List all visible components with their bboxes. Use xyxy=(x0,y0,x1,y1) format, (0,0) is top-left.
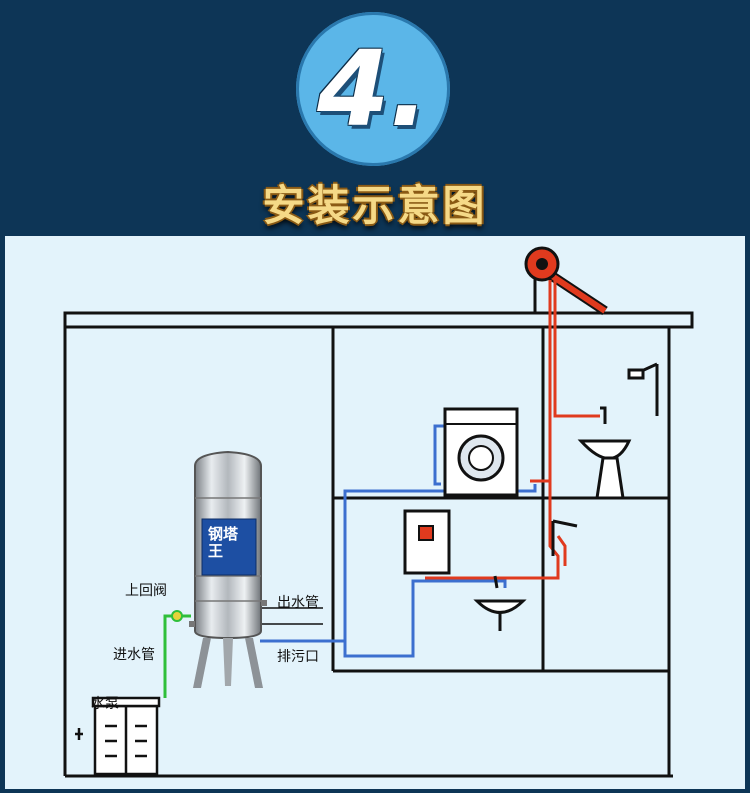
shower-icon xyxy=(627,362,659,416)
upper-valve-label: 上回阀 xyxy=(125,583,167,599)
electric-water-heater-icon xyxy=(403,509,451,575)
page-title: 安装示意图 xyxy=(262,181,488,230)
pressure-tank-icon xyxy=(189,450,267,688)
drain-outlet-label: 排污口 xyxy=(277,649,319,665)
shower-lower-icon xyxy=(551,519,578,556)
building-outline xyxy=(63,311,694,778)
hot-water-pipes xyxy=(425,280,600,580)
water-pump-icon xyxy=(75,696,161,776)
step-badge: 4. xyxy=(296,12,450,166)
wash-basin-upper-icon xyxy=(577,406,632,500)
tank-brand-label: 钢塔王 xyxy=(208,525,239,560)
water-pump-label: 水泵 xyxy=(91,696,119,712)
upper-valve-icon xyxy=(171,610,183,622)
outlet-pipe-label: 出水管 xyxy=(277,595,319,611)
washing-machine-icon xyxy=(443,407,519,497)
inlet-pipe xyxy=(163,614,191,698)
solar-heater-icon xyxy=(524,246,608,316)
diagram-drawing xyxy=(63,246,694,778)
cold-water-pipes xyxy=(260,424,537,658)
wash-basin-lower-icon xyxy=(473,575,527,631)
header-banner: 4. 安装示意图 xyxy=(0,0,750,236)
installation-diagram: 钢塔王 上回阀 进水管 水泵 出水管 排污口 xyxy=(5,236,745,789)
label-leaders xyxy=(262,607,323,625)
step-number: 4. xyxy=(317,28,429,150)
inlet-pipe-label: 进水管 xyxy=(113,647,155,663)
